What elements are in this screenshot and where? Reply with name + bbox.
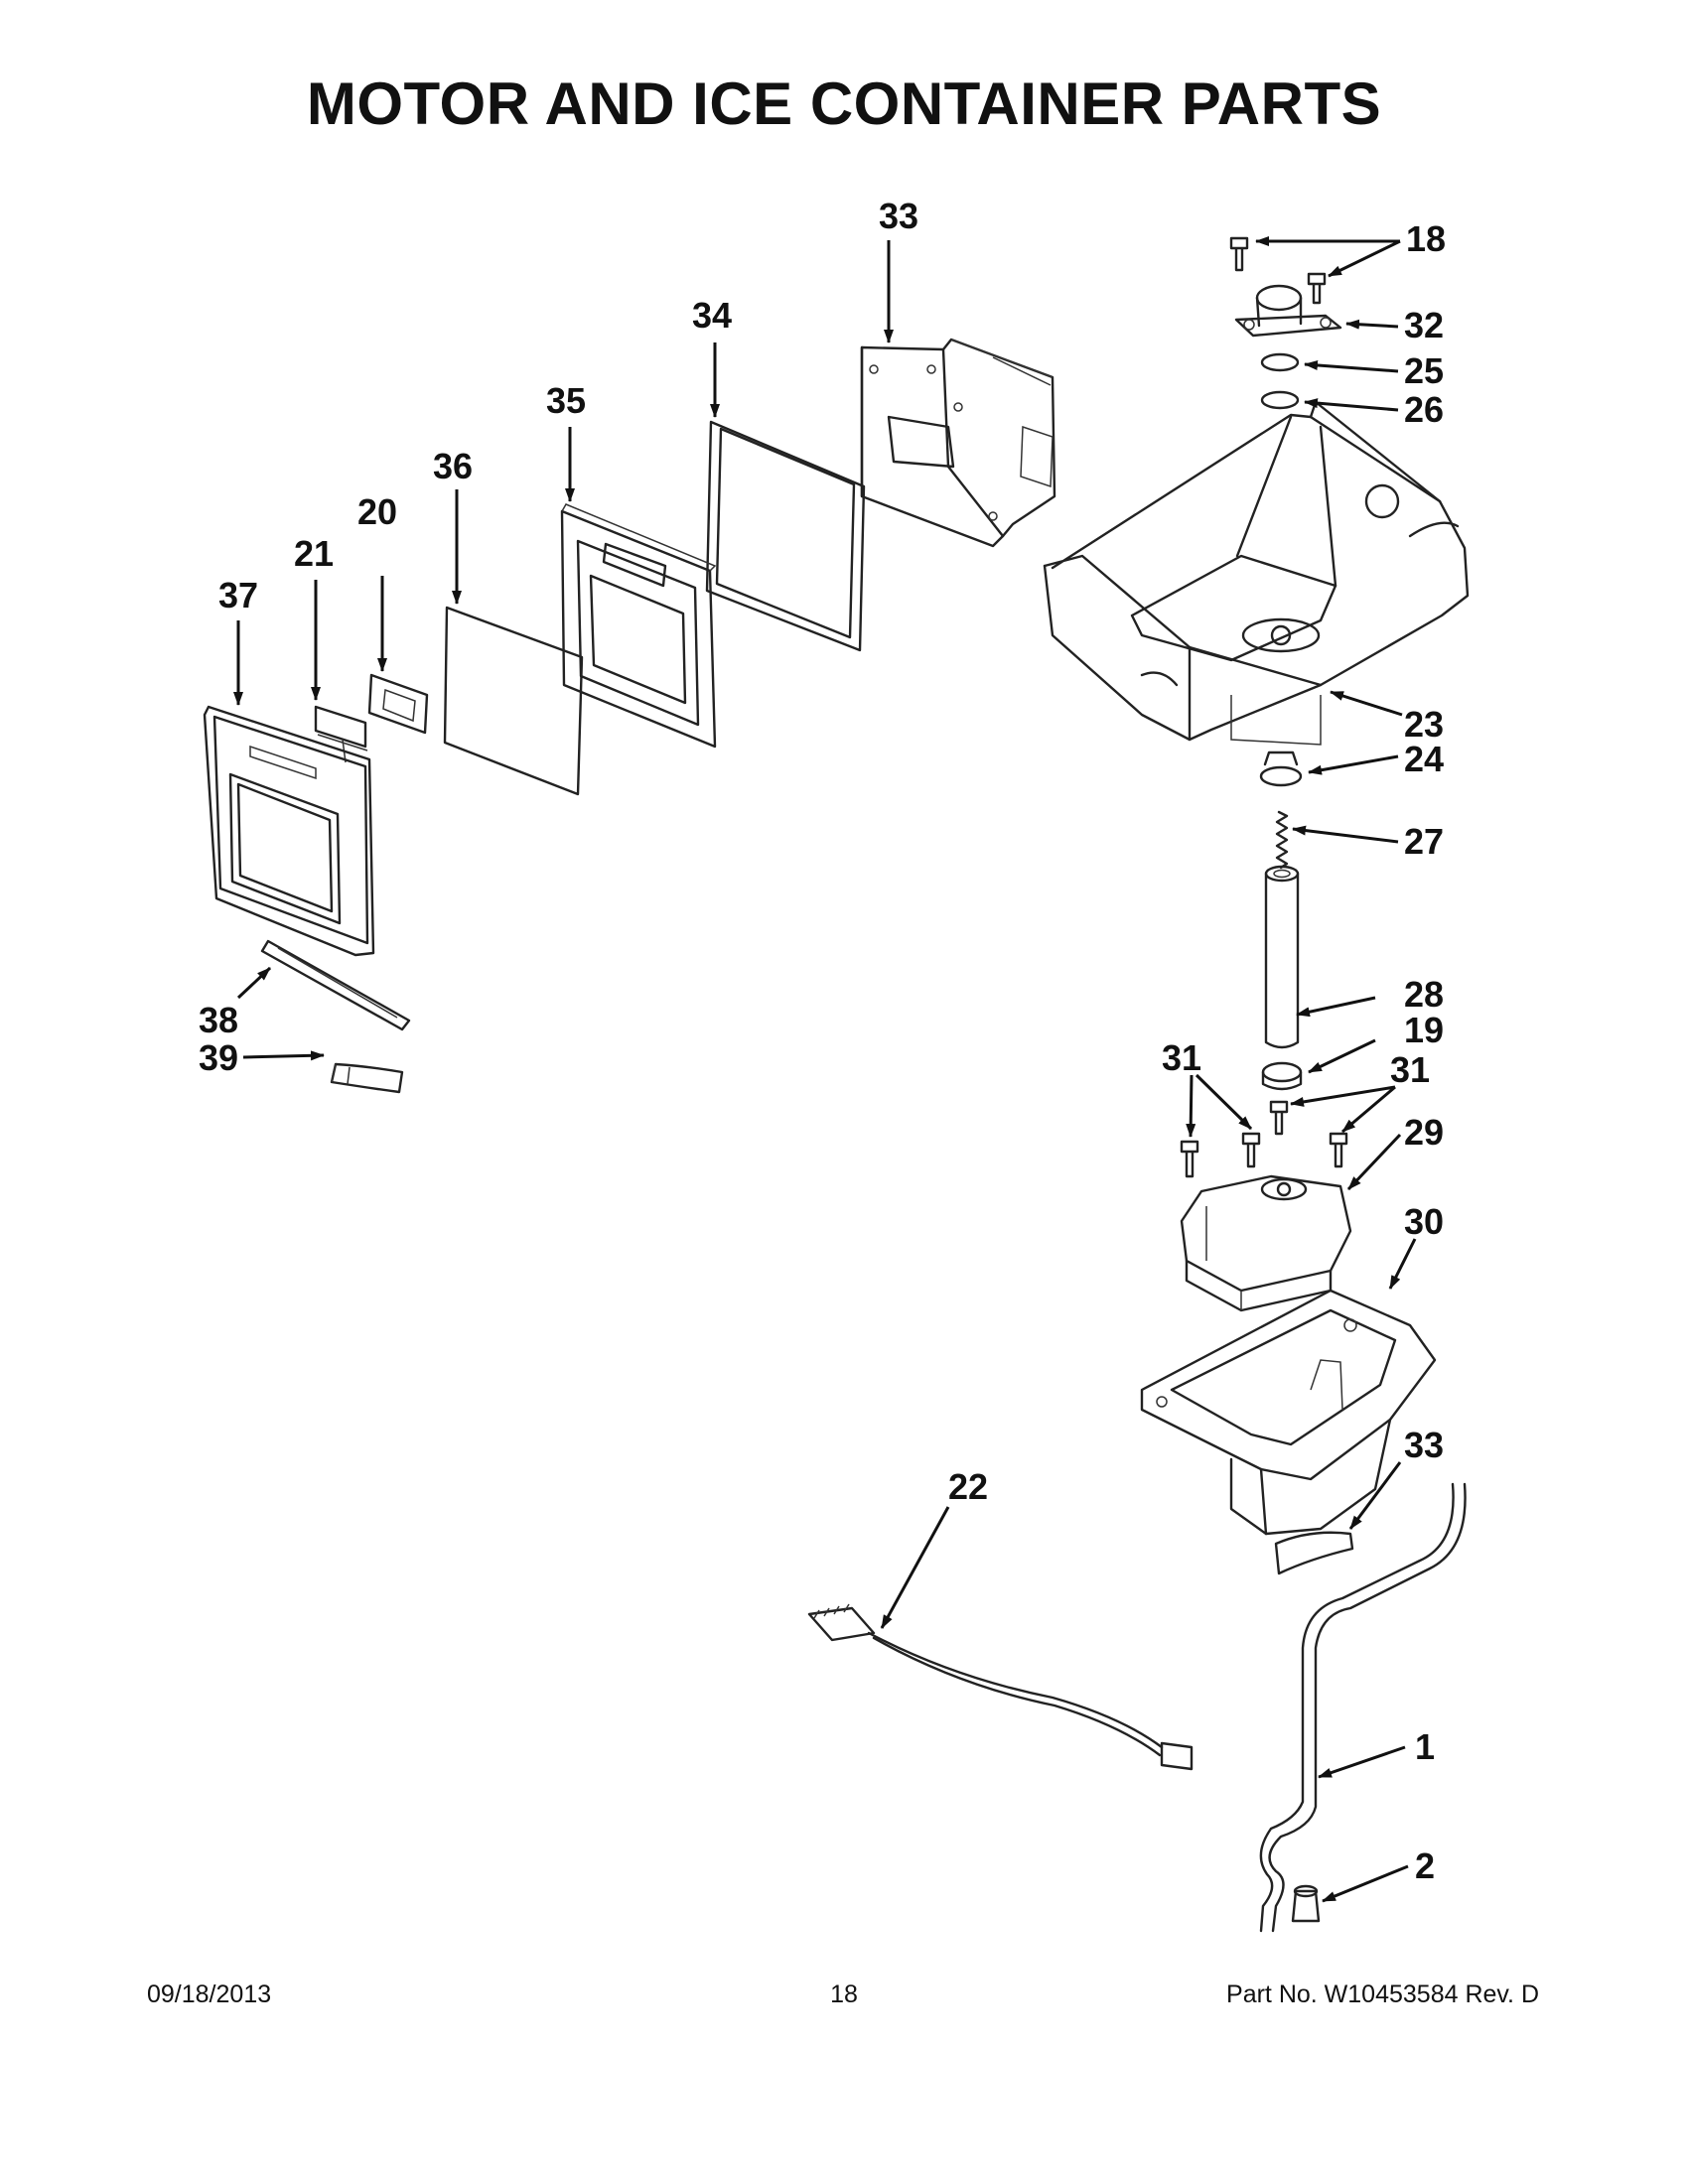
leader-arrows — [233, 236, 1417, 1903]
callout-26: 26 — [1404, 389, 1444, 430]
ice-bin-part — [1043, 400, 1470, 746]
callout-20: 20 — [357, 491, 397, 532]
footer-part-number: Part No. W10453584 Rev. D — [1226, 1980, 1539, 2008]
seal-ring-part — [1260, 390, 1300, 410]
callout-28: 28 — [1404, 974, 1444, 1015]
callout-32: 32 — [1404, 305, 1444, 345]
callout-35: 34 — [692, 295, 732, 336]
o-ring-part — [1260, 352, 1300, 372]
callout-24: 24 — [1404, 739, 1444, 779]
bearing-plate-part — [1234, 284, 1342, 338]
callout-19: 19 — [1404, 1010, 1444, 1050]
callout-34: 33 — [879, 196, 918, 236]
callout-1: 1 — [1415, 1726, 1435, 1767]
callout-30: 30 — [1404, 1201, 1444, 1242]
callout-18: 18 — [1406, 218, 1446, 259]
drive-coupler-part — [1259, 751, 1303, 787]
callout-33: 33 — [1404, 1425, 1444, 1465]
callout-29: 29 — [1404, 1112, 1444, 1153]
tube-fitting-part — [1291, 1884, 1321, 1923]
outer-door-panel-part — [203, 705, 375, 957]
lever-part — [314, 705, 368, 763]
gasket-frame-part — [705, 420, 866, 652]
callout-36: 35 — [546, 380, 586, 421]
callout-31-right: 31 — [1390, 1049, 1430, 1090]
water-tube-part — [1268, 1482, 1467, 1933]
callout-21: 21 — [294, 533, 334, 574]
water-tube-inner-part — [1259, 1482, 1455, 1933]
trim-strip-part — [260, 939, 411, 1031]
callout-31-left: 31 — [1162, 1037, 1201, 1078]
screw-part — [1229, 236, 1327, 305]
callout-38: 37 — [218, 575, 258, 615]
auger-motor-part — [1180, 1174, 1352, 1312]
lever-bracket-part — [367, 673, 429, 735]
callout-23: 23 — [1404, 704, 1444, 745]
footer-page-number: 18 — [830, 1980, 858, 2008]
spring-part — [1275, 810, 1289, 870]
callout-40: 39 — [199, 1037, 238, 1078]
callout-2: 2 — [1415, 1845, 1435, 1886]
callout-39: 38 — [199, 1000, 238, 1040]
callout-27: 27 — [1404, 821, 1444, 862]
small-cover-part — [330, 1062, 404, 1094]
footer-date: 09/18/2013 — [147, 1980, 272, 2008]
insulation-sheet-part — [443, 606, 584, 796]
motor-housing-part — [1140, 1289, 1437, 1536]
door-inner-panel-part — [560, 503, 717, 749]
callout-37: 36 — [433, 446, 473, 486]
tube-clamp-part — [1274, 1531, 1354, 1575]
washer-part — [1261, 1061, 1303, 1091]
callout-22: 22 — [948, 1466, 988, 1507]
wire-harness-part — [807, 1603, 1194, 1771]
motor-screw-part — [1180, 1100, 1348, 1178]
page-title: MOTOR AND ICE CONTAINER PARTS — [306, 70, 1382, 137]
callout-25: 25 — [1404, 350, 1444, 391]
auger-shaft-part — [1264, 865, 1300, 1049]
ice-container-housing-part — [860, 338, 1056, 548]
